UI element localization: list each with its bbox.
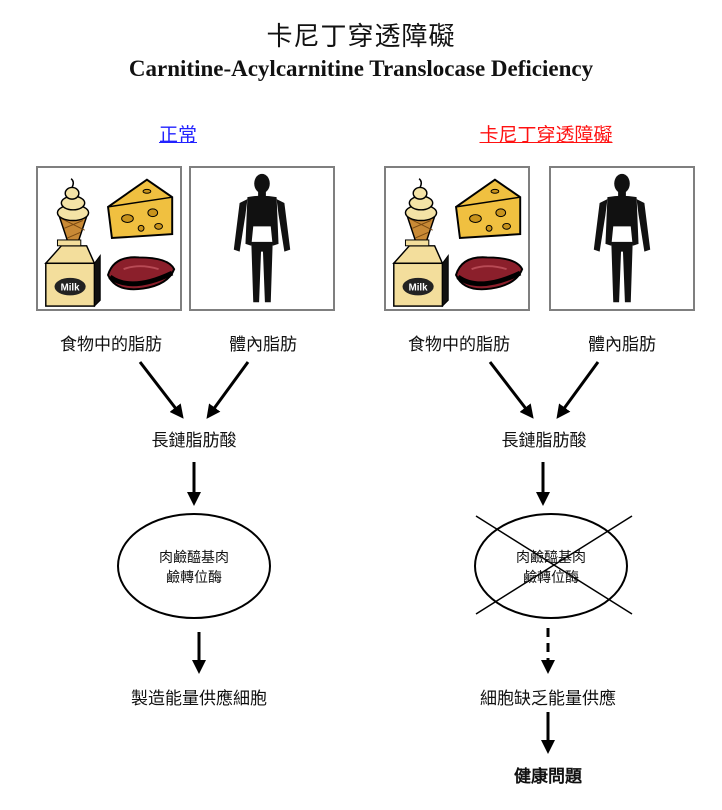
body-fat-label-normal: 體內脂肪 xyxy=(229,335,297,355)
body-fat-label-disorder: 體內脂肪 xyxy=(588,335,656,355)
enzyme-ellipse-normal xyxy=(117,513,271,619)
enzyme-line1-normal: 肉鹼醯基肉 xyxy=(159,550,229,566)
block-cross-line-2 xyxy=(475,515,633,615)
body-fat-panel-normal xyxy=(189,166,335,311)
milk-label: Milk xyxy=(409,283,428,294)
ice-cream-icon xyxy=(404,178,438,260)
lcfa-label-normal: 長鏈脂肪酸 xyxy=(151,431,237,451)
arrow-body-to-lcfa-normal xyxy=(206,361,250,419)
milk-carton-icon: Milk xyxy=(392,239,449,308)
food-fat-panel-disorder: Milk xyxy=(384,166,530,311)
disorder-heading: 卡尼丁穿透障礙 xyxy=(479,124,613,146)
enzyme-line2-disorder: 鹼轉位酶 xyxy=(523,570,579,586)
normal-heading: 正常 xyxy=(158,124,197,146)
cheese-icon xyxy=(106,178,174,240)
enzyme-text-disorder: 肉鹼醯基肉 鹼轉位酶 xyxy=(476,548,626,588)
health-problems-label: 健康問題 xyxy=(514,767,582,787)
milk-carton-icon: Milk xyxy=(44,239,101,308)
outcome-label-normal: 製造能量供應細胞 xyxy=(131,689,267,709)
human-silhouette-icon xyxy=(233,173,291,303)
arrow-body-to-lcfa-disorder xyxy=(556,361,600,419)
food-fat-panel-normal: Milk xyxy=(36,166,182,311)
outcome-label-disorder: 細胞缺乏能量供應 xyxy=(480,689,616,709)
food-illustration: Milk xyxy=(392,178,524,308)
food-fat-label-normal: 食物中的脂肪 xyxy=(60,335,162,355)
food-fat-label-disorder: 食物中的脂肪 xyxy=(408,335,510,355)
steak-icon xyxy=(454,256,524,291)
page-title-english: Carnitine-Acylcarnitine Translocase Defi… xyxy=(128,56,594,81)
page-title-chinese: 卡尼丁穿透障礙 xyxy=(266,22,456,52)
milk-label: Milk xyxy=(61,283,80,294)
body-fat-panel-disorder xyxy=(549,166,695,311)
enzyme-line2-normal: 鹼轉位酶 xyxy=(166,570,222,586)
human-silhouette-icon xyxy=(593,173,651,303)
enzyme-text-normal: 肉鹼醯基肉 鹼轉位酶 xyxy=(119,548,269,588)
lcfa-label-disorder: 長鏈脂肪酸 xyxy=(501,431,587,451)
cheese-icon xyxy=(454,178,522,240)
food-illustration: Milk xyxy=(44,178,176,308)
arrow-food-to-lcfa-disorder xyxy=(488,361,534,419)
steak-icon xyxy=(106,256,176,291)
enzyme-line1-disorder: 肉鹼醯基肉 xyxy=(516,550,586,566)
arrow-food-to-lcfa-normal xyxy=(138,361,184,419)
ice-cream-icon xyxy=(56,178,90,260)
